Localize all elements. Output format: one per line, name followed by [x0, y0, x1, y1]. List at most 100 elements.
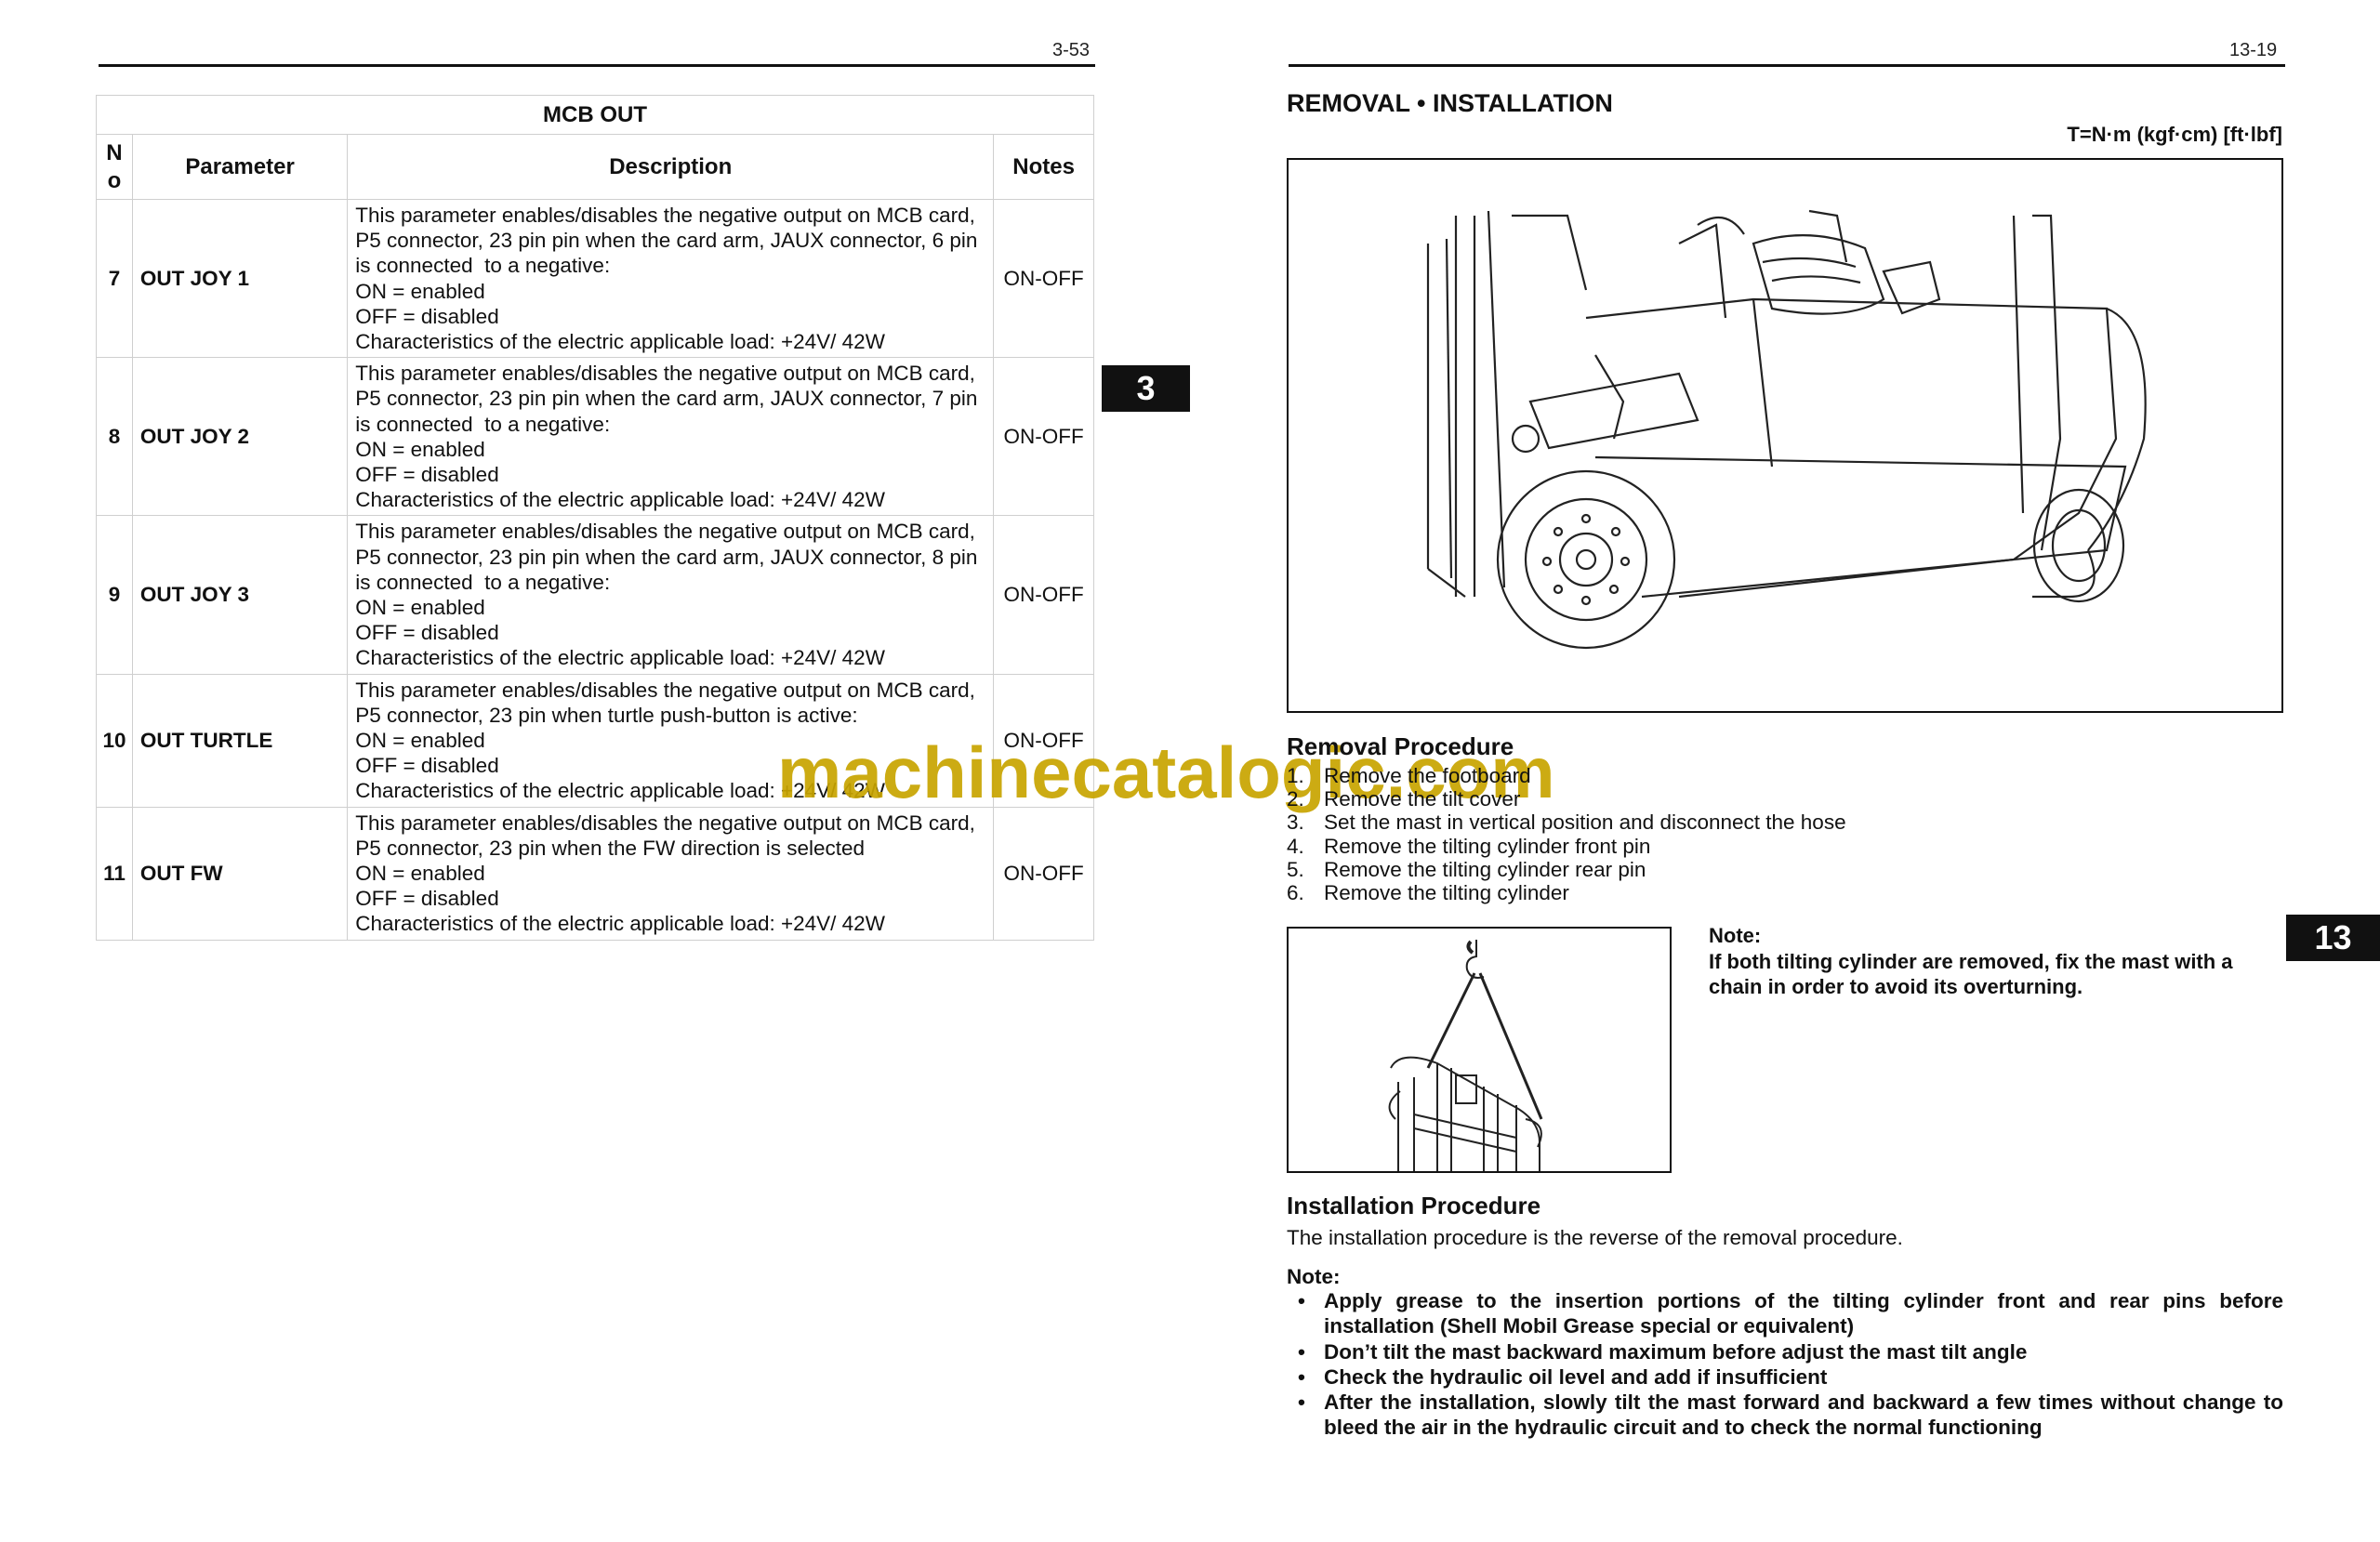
installation-bullet: Check the hydraulic oil level and add if… [1287, 1364, 2283, 1390]
description-line: This parameter enables/disables the nega… [355, 678, 975, 702]
row-description: This parameter enables/disables the nega… [347, 806, 995, 941]
section-tab-3: 3 [1102, 365, 1190, 412]
description-line: This parameter enables/disables the nega… [355, 520, 975, 544]
step-number: 4. [1287, 834, 1304, 858]
step-text: Remove the footboard [1324, 764, 1531, 787]
row-notes: ON-OFF [993, 673, 1094, 808]
description-line: This parameter enables/disables the nega… [355, 204, 975, 227]
removal-step: 5. Remove the tilting cylinder rear pin [1287, 858, 1846, 881]
row-notes: ON-OFF [993, 515, 1094, 675]
section-tab-13: 13 [2286, 915, 2380, 961]
side-note: Note: If both tilting cylinder are remov… [1709, 923, 2267, 1000]
side-note-text: If both tilting cylinder are removed, fi… [1709, 949, 2233, 999]
row-notes: ON-OFF [993, 198, 1094, 359]
removal-step: 1. Remove the footboard [1287, 764, 1846, 787]
description-line: ON = enabled [355, 729, 485, 753]
row-notes: ON-OFF [993, 806, 1094, 941]
description-line: P5 connector, 23 pin when the FW directi… [355, 836, 866, 860]
description-line: OFF = disabled [355, 887, 499, 911]
row-parameter: OUT JOY 1 [131, 198, 349, 359]
installation-bullet: Don’t tilt the mast backward maximum bef… [1287, 1339, 2283, 1365]
description-line: P5 connector, 23 pin pin when the card a… [355, 229, 978, 253]
row-number: 7 [96, 198, 133, 359]
step-text: Remove the tilting cylinder rear pin [1324, 857, 1646, 881]
row-parameter: OUT JOY 3 [131, 515, 349, 675]
row-parameter: OUT FW [131, 806, 349, 941]
removal-steps: 1. Remove the footboard 2. Remove the tilt … [1287, 764, 1846, 904]
removal-step: 2. Remove the tilt cover [1287, 787, 1846, 811]
left-page-number: 3-53 [1052, 40, 1091, 60]
mcb-out-table: MCB OUT N o Parameter Description Notes … [96, 95, 1094, 941]
forklift-figure [1287, 158, 2283, 713]
description-line: This parameter enables/disables the nega… [355, 362, 975, 386]
description-line: This parameter enables/disables the nega… [355, 811, 975, 835]
installation-note-label: Note: [1287, 1265, 1341, 1288]
installation-text: The installation procedure is the revers… [1287, 1226, 1903, 1249]
installation-heading: Installation Procedure [1287, 1192, 1541, 1219]
description-line: Characteristics of the electric applicab… [355, 488, 885, 512]
row-number: 8 [96, 357, 133, 517]
left-header-rule [99, 64, 1095, 67]
description-line: ON = enabled [355, 862, 485, 886]
step-text: Remove the tilting cylinder [1324, 881, 1569, 905]
description-line: OFF = disabled [355, 304, 499, 328]
step-text: Remove the tilt cover [1324, 787, 1521, 811]
removal-heading: Removal Procedure [1287, 732, 1514, 760]
step-number: 2. [1287, 787, 1304, 811]
removal-step: 4. Remove the tilting cylinder front pin [1287, 835, 1846, 858]
description-line: OFF = disabled [355, 463, 499, 487]
row-description: This parameter enables/disables the nega… [347, 515, 995, 675]
description-line: P5 connector, 23 pin pin when the card a… [355, 545, 978, 569]
description-line: Characteristics of the electric applicab… [355, 646, 885, 670]
header-parameter: Parameter [131, 134, 349, 200]
header-description: Description [347, 134, 995, 200]
row-parameter: OUT TURTLE [131, 673, 349, 808]
description-line: OFF = disabled [355, 754, 499, 778]
right-page-number: 13-19 [2229, 40, 2278, 60]
row-number: 11 [96, 806, 133, 941]
watermark: machinecatalogic.com [777, 731, 1555, 813]
header-notes: Notes [993, 134, 1094, 200]
description-line: OFF = disabled [355, 621, 499, 645]
removal-step: 6. Remove the tilting cylinder [1287, 881, 1846, 904]
row-description: This parameter enables/disables the nega… [347, 673, 995, 808]
step-text: Remove the tilting cylinder front pin [1324, 834, 1651, 858]
torque-units: T=N·m (kgf·cm) [ft·lbf] [2067, 123, 2282, 146]
step-number: 1. [1287, 764, 1304, 787]
description-line: ON = enabled [355, 279, 485, 303]
table-title: MCB OUT [96, 95, 1094, 135]
mast-hoist-illustration-icon [1388, 940, 1543, 1171]
forklift-illustration-icon [1426, 209, 2147, 650]
description-line: is connected to a negative: [355, 570, 611, 594]
row-notes: ON-OFF [993, 357, 1094, 517]
header-no: N o [96, 134, 133, 200]
description-line: Characteristics of the electric applicab… [355, 779, 885, 803]
mast-hoist-figure [1287, 927, 1672, 1173]
description-line: P5 connector, 23 pin pin when the card a… [355, 387, 978, 411]
row-description: This parameter enables/disables the nega… [347, 357, 995, 517]
side-note-label: Note: [1709, 924, 1762, 947]
description-line: ON = enabled [355, 596, 485, 620]
removal-step: 3. Set the mast in vertical position and … [1287, 811, 1846, 834]
installation-bullet: Apply grease to the insertion portions o… [1287, 1288, 2283, 1339]
description-line: Characteristics of the electric applicab… [355, 912, 885, 936]
row-number: 9 [96, 515, 133, 675]
row-description: This parameter enables/disables the nega… [347, 198, 995, 359]
row-parameter: OUT JOY 2 [131, 357, 349, 517]
step-number: 6. [1287, 881, 1304, 905]
description-line: P5 connector, 23 pin when turtle push-bu… [355, 703, 858, 727]
description-line: Characteristics of the electric applicab… [355, 330, 885, 354]
row-number: 10 [96, 673, 133, 808]
step-number: 5. [1287, 857, 1304, 881]
step-number: 3. [1287, 811, 1304, 835]
description-line: ON = enabled [355, 437, 485, 461]
step-text: Set the mast in vertical position and di… [1324, 811, 1846, 835]
installation-bullets: Apply grease to the insertion portions o… [1287, 1288, 2283, 1441]
installation-bullet: After the installation, slowly tilt the … [1287, 1390, 2283, 1441]
